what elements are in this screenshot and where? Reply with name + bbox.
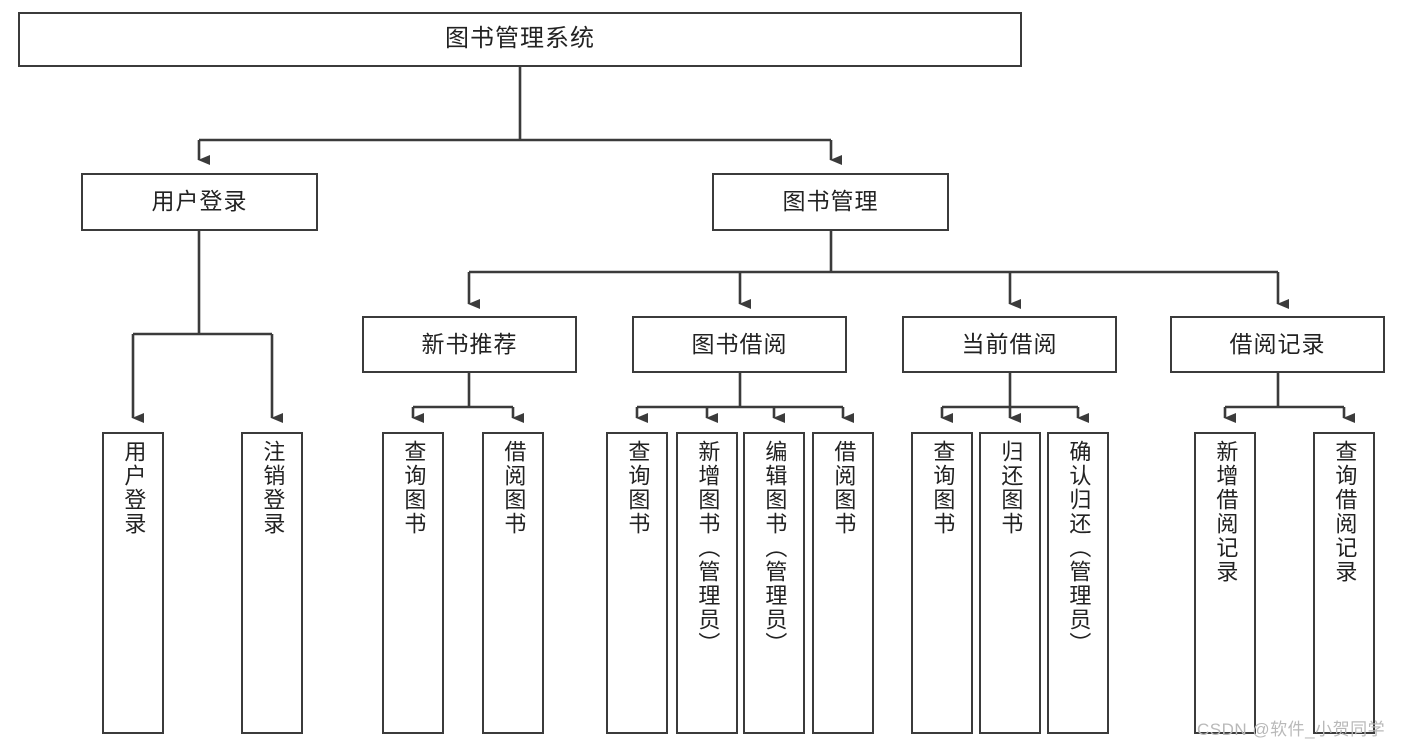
node-label: 注销登录 — [260, 440, 286, 536]
node-label: 图书管理 — [782, 188, 879, 215]
node-label: 查询借阅记录 — [1332, 440, 1358, 584]
node-label: 查询图书 — [930, 440, 956, 536]
leaf-record-query-record[interactable]: 查询借阅记录 — [1313, 432, 1375, 734]
node-label: 查询图书 — [625, 440, 651, 536]
node-label: 借阅记录 — [1229, 330, 1326, 357]
node-label: 图书借阅 — [691, 330, 788, 357]
node-current-borrow[interactable]: 当前借阅 — [902, 316, 1117, 373]
leaf-user-login-do-login[interactable]: 用户登录 — [102, 432, 164, 734]
node-root-system[interactable]: 图书管理系统 — [18, 12, 1022, 67]
node-user-login[interactable]: 用户登录 — [81, 173, 318, 231]
leaf-user-login-logout[interactable]: 注销登录 — [241, 432, 303, 734]
leaf-borrow-edit-book-admin[interactable]: 编辑图书（管理员） — [743, 432, 805, 734]
node-label: 借阅图书 — [501, 440, 527, 536]
node-label: 确认归还（管理员） — [1066, 440, 1092, 656]
node-label: 新书推荐 — [421, 330, 518, 357]
node-label: 用户登录 — [121, 440, 147, 536]
node-label: 新增借阅记录 — [1213, 440, 1239, 584]
leaf-borrow-add-book-admin[interactable]: 新增图书（管理员） — [676, 432, 738, 734]
leaf-current-return-book[interactable]: 归还图书 — [979, 432, 1041, 734]
node-label: 查询图书 — [401, 440, 427, 536]
node-book-borrow[interactable]: 图书借阅 — [632, 316, 847, 373]
leaf-recommend-borrow-book[interactable]: 借阅图书 — [482, 432, 544, 734]
node-label: 图书管理系统 — [445, 25, 595, 53]
node-label: 归还图书 — [998, 440, 1024, 536]
leaf-record-add-record[interactable]: 新增借阅记录 — [1194, 432, 1256, 734]
node-label: 编辑图书（管理员） — [762, 440, 788, 656]
node-label: 新增图书（管理员） — [695, 440, 721, 656]
csdn-watermark: CSDN @软件_小贺同学 — [1197, 720, 1386, 739]
node-new-book-recommend[interactable]: 新书推荐 — [362, 316, 577, 373]
node-label: 当前借阅 — [961, 330, 1058, 357]
leaf-borrow-borrow-book[interactable]: 借阅图书 — [812, 432, 874, 734]
leaf-current-query-book[interactable]: 查询图书 — [911, 432, 973, 734]
leaf-current-confirm-return-admin[interactable]: 确认归还（管理员） — [1047, 432, 1109, 734]
leaf-recommend-query-book[interactable]: 查询图书 — [382, 432, 444, 734]
node-label: 用户登录 — [151, 188, 248, 215]
node-book-management[interactable]: 图书管理 — [712, 173, 949, 231]
node-label: 借阅图书 — [831, 440, 857, 536]
node-borrow-record[interactable]: 借阅记录 — [1170, 316, 1385, 373]
leaf-borrow-query-book[interactable]: 查询图书 — [606, 432, 668, 734]
